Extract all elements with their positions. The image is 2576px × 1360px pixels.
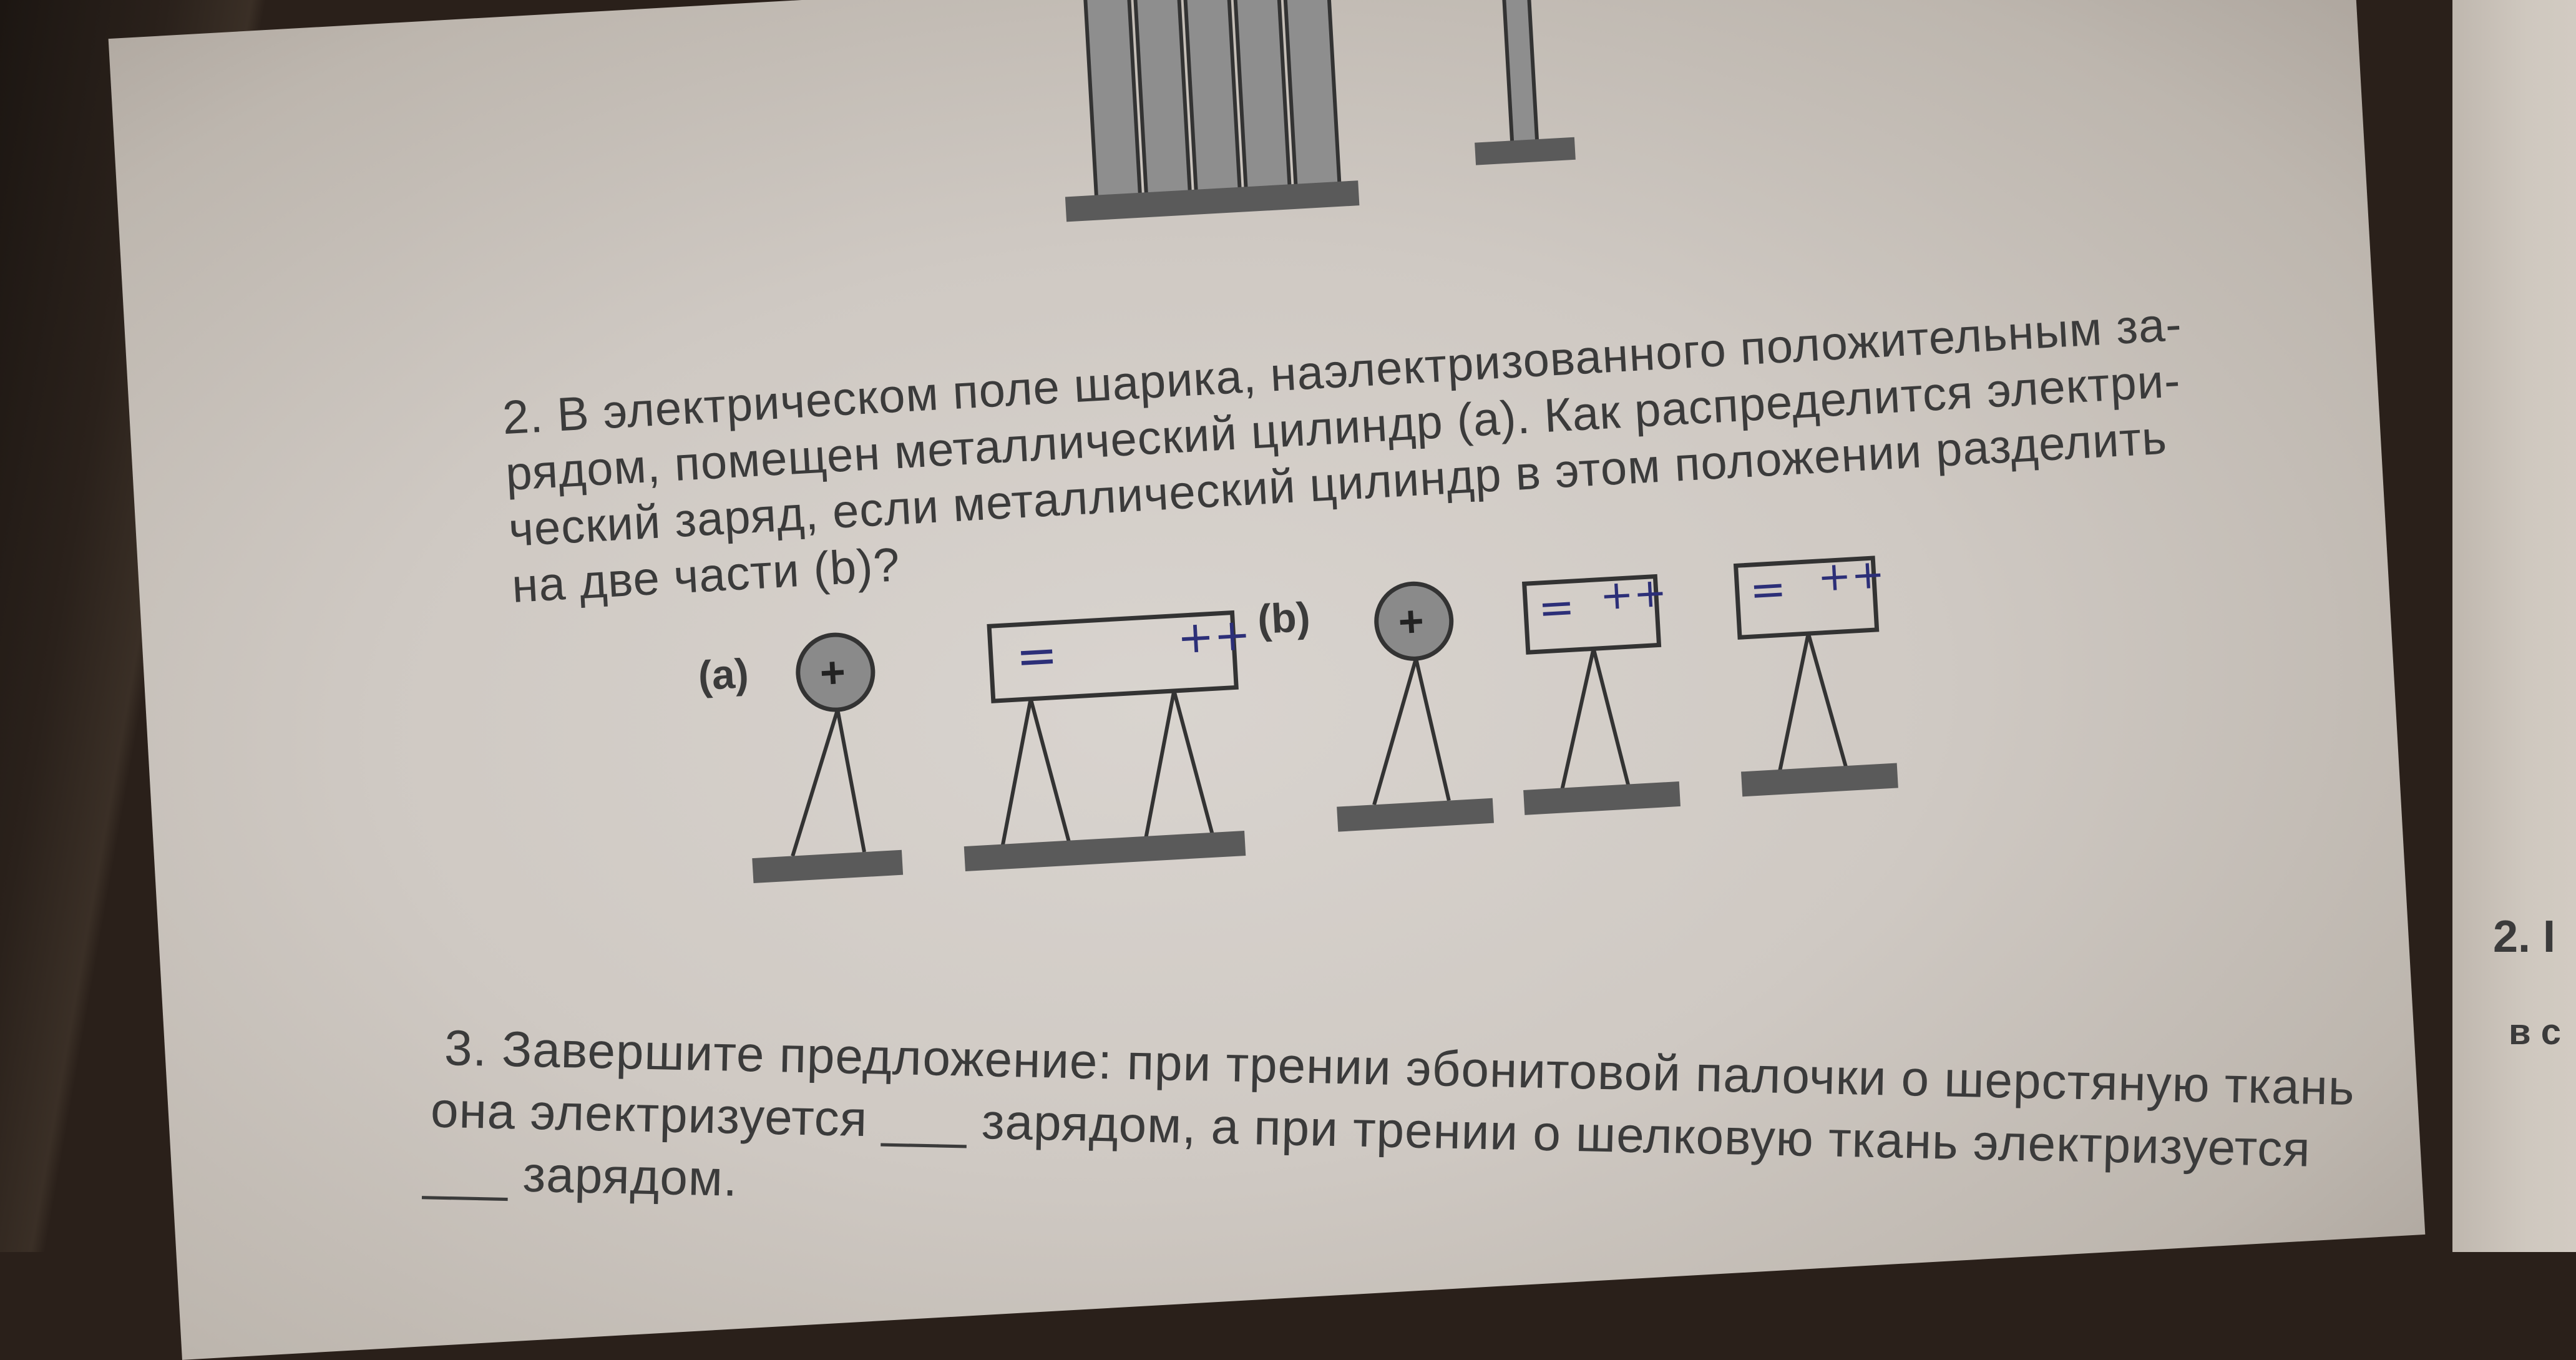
top-apparatus — [1065, 0, 1576, 222]
adjacent-page-fragment-1: 2. I — [2493, 912, 2556, 962]
question-3: 3. Завершите предложение: при трении эбо… — [422, 1020, 2355, 1206]
cylinder-a — [964, 610, 1246, 872]
cylinder-b-part1 — [1521, 574, 1681, 815]
charged-ball-a — [752, 632, 904, 884]
charged-ball-b — [1337, 581, 1494, 832]
cylinder-b-part2 — [1733, 555, 1898, 797]
adjacent-page-fragment-2: в с — [2509, 1012, 2562, 1052]
question-3-line-3: ___ зарядом. — [422, 1144, 739, 1206]
physics-figure — [752, 0, 1898, 884]
adjacent-page — [2452, 0, 2576, 1252]
